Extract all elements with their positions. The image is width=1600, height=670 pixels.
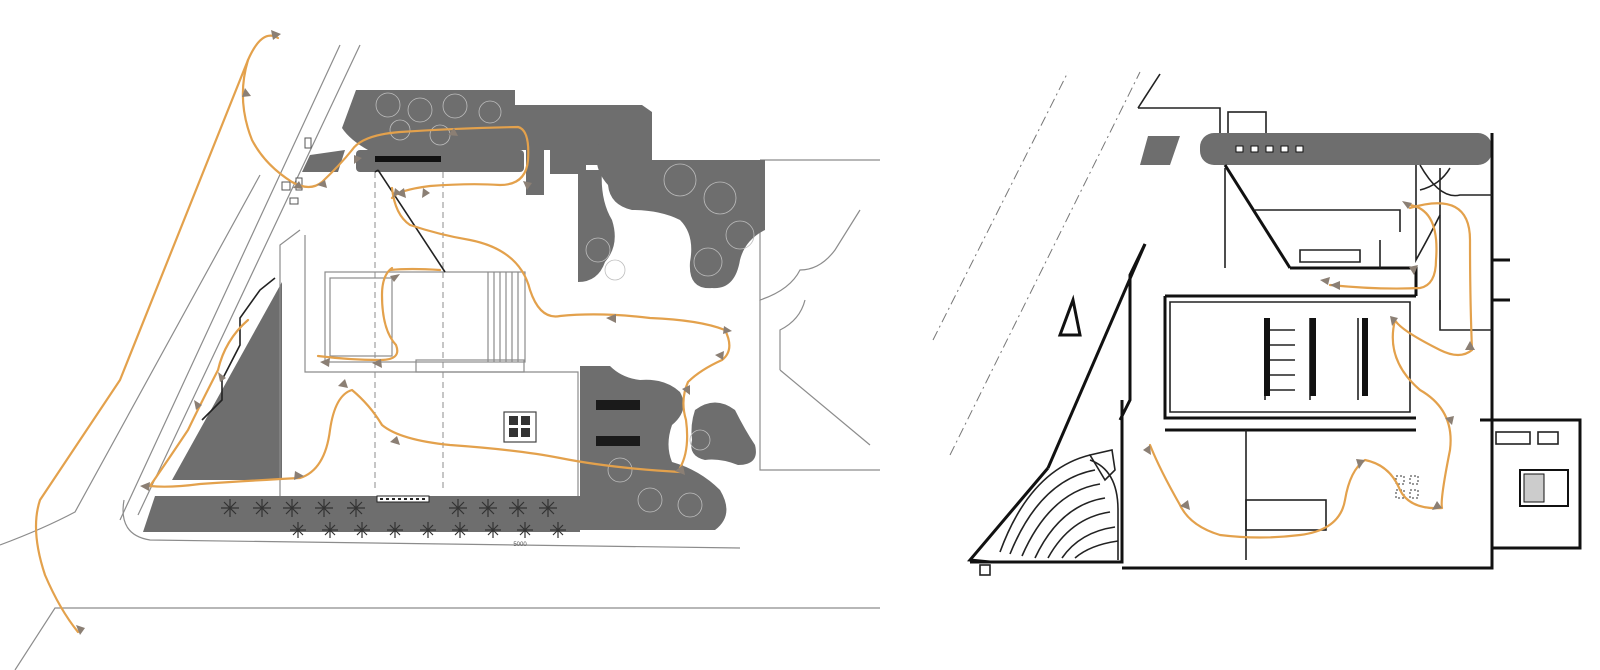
top-building-mass (342, 90, 652, 195)
triangle-outline (201, 277, 276, 421)
direction-arrows-left (76, 30, 732, 635)
street-lines-right (932, 71, 1267, 456)
scale-label: 5000 (513, 542, 527, 548)
street-lines (0, 44, 880, 670)
lower-hall (1245, 258, 1582, 560)
circulation-paths-right (1148, 202, 1474, 539)
direction-arrows-right (1143, 201, 1475, 510)
garden-mass-left (578, 170, 615, 282)
building-outline (279, 169, 579, 503)
main-hall (1163, 294, 1416, 432)
garden-island (691, 402, 756, 465)
site-plan: 5000 (0, 30, 880, 670)
upper-hall (1223, 164, 1492, 331)
trees-right (585, 163, 755, 281)
triangle-garden (172, 282, 282, 480)
skylight-icon (503, 411, 537, 443)
benches (596, 400, 640, 446)
outer-walls (967, 133, 1494, 576)
top-band-main (1200, 133, 1492, 165)
floor-plan (932, 71, 1582, 576)
auditorium-seating (999, 449, 1119, 560)
entry-canopy-left (302, 150, 345, 172)
entry-slot (375, 156, 441, 162)
star-plants (221, 499, 566, 538)
trees-lower (607, 429, 711, 518)
garden-mass-right (596, 110, 765, 289)
top-band-openings (1235, 145, 1304, 153)
top-band-right (1140, 136, 1180, 165)
